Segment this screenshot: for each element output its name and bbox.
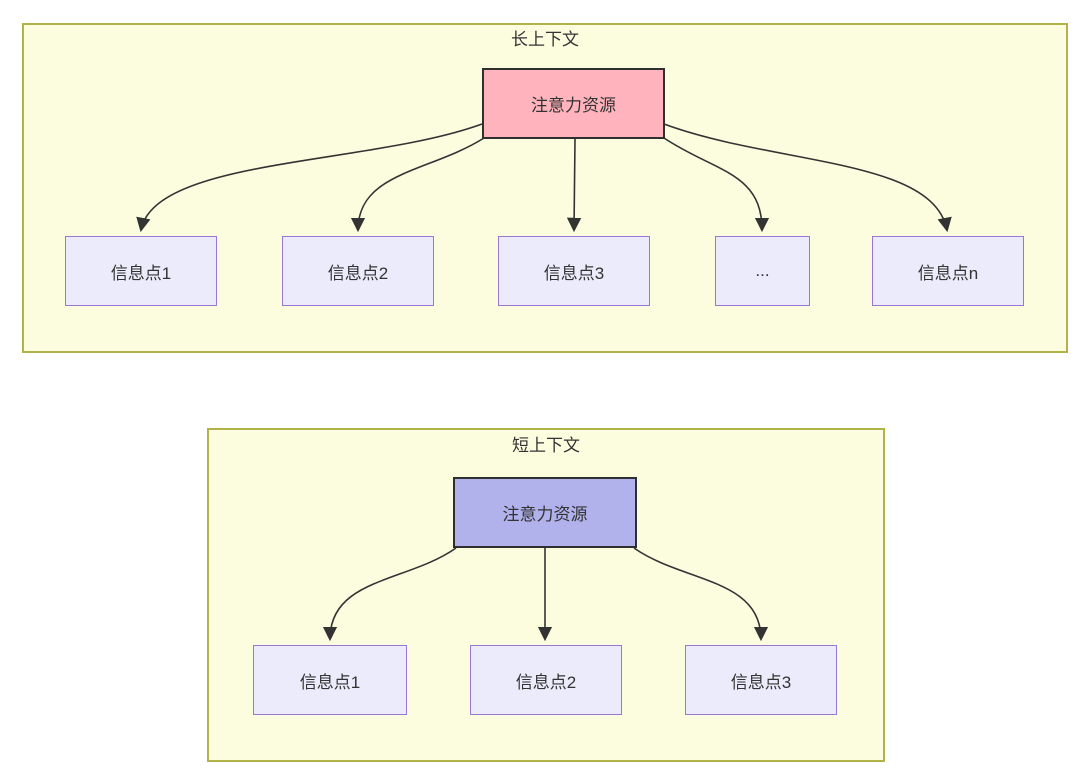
long-info-point-1: 信息点1 xyxy=(65,236,217,306)
short-info-point-1: 信息点1 xyxy=(253,645,407,715)
short-context-title: 短上下文 xyxy=(512,436,580,455)
short-info-point-2: 信息点2 xyxy=(470,645,622,715)
long-info-point-2: 信息点2 xyxy=(282,236,434,306)
short-attention-resource-node: 注意力资源 xyxy=(453,477,637,548)
long-attention-resource-node: 注意力资源 xyxy=(482,68,665,139)
long-info-point-n: 信息点n xyxy=(872,236,1024,306)
long-info-point-3: 信息点3 xyxy=(498,236,650,306)
long-info-point-ellipsis: ... xyxy=(715,236,810,306)
long-context-title: 长上下文 xyxy=(511,30,579,49)
short-info-point-3: 信息点3 xyxy=(685,645,837,715)
